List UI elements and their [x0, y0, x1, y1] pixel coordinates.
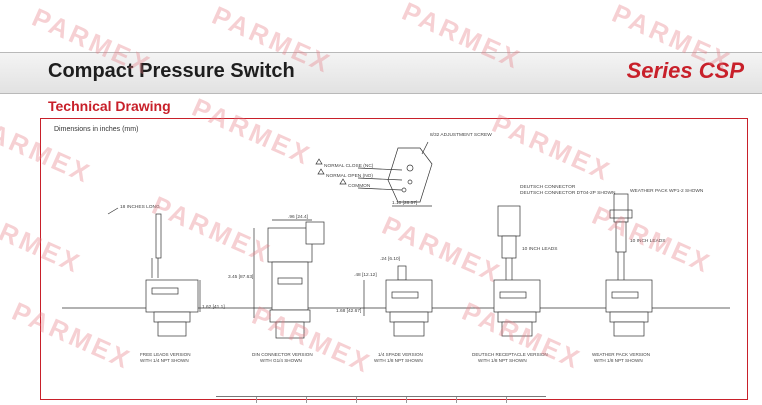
dimensions-note: Dimensions in inches (mm)	[54, 126, 139, 133]
top-view: 8/32 ADJUSTMENT SCREW NORMAL CLOSE (NC) …	[315, 132, 492, 207]
title-banner	[0, 52, 762, 94]
top-width-dimension: 1.10 [28.57]	[392, 200, 417, 206]
series-label: Series CSP	[626, 58, 744, 83]
normal-close-label: NORMAL CLOSE (NC)	[324, 163, 374, 169]
section-heading: Technical Drawing	[48, 98, 171, 114]
spade-version: .48 [12.12] .24 [6.10] 1.68 [42.67] 1/4 …	[336, 256, 433, 363]
weather-leads-label: 10 INCH LEADS	[630, 238, 665, 244]
spade-caption-1: 1/4 SPADE VERSION	[378, 352, 423, 357]
deutsch-version: DEUTSCH CONNECTOR DEUTSCH CONNECTOR DT04…	[472, 184, 616, 363]
spade-caption-2: WITH 1/8 NPT SHOWN	[374, 358, 423, 363]
deutsch-caption-2: WITH 1/8 NPT SHOWN	[478, 358, 527, 363]
din-connector-version: .96 [24.4] 3.45 [87.63] DIN CONNECTOR VE…	[228, 214, 325, 363]
free-leads-caption-2: WITH 1/4 NPT SHOWN	[140, 358, 189, 363]
leads-length-label: 18 INCHES LONG	[120, 204, 160, 210]
free-leads-caption-1: FREE LEADS VERSION	[140, 352, 191, 357]
spade-dimension-b: .24 [6.10]	[380, 256, 400, 262]
weather-pack-version: WEATHER PACK WP1-2 SHOWN 10 INCH LEADS W…	[592, 188, 704, 363]
din-width-dimension: .96 [24.4]	[288, 214, 308, 220]
adjustment-screw-label: 8/32 ADJUSTMENT SCREW	[430, 132, 492, 138]
din-caption-1: DIN CONNECTOR VERSION	[252, 352, 313, 357]
deutsch-caption-1: DEUTSCH RECEPTACLE VERSION	[472, 352, 548, 357]
normal-open-label: NORMAL OPEN (NO)	[326, 173, 373, 179]
weather-caption-1: WEATHER PACK VERSION	[592, 352, 650, 357]
weather-pack-label: WEATHER PACK WP1-2 SHOWN	[630, 188, 704, 194]
deutsch-leads-label: 10 INCH LEADS	[522, 246, 557, 252]
technical-drawing: 8/32 ADJUSTMENT SCREW NORMAL CLOSE (NC) …	[62, 132, 730, 363]
din-caption-2: WITH G1/4 SHOWN	[260, 358, 302, 363]
weather-caption-2: WITH 1/8 NPT SHOWN	[594, 358, 643, 363]
warning-icon	[339, 178, 347, 185]
warning-icon	[317, 168, 325, 175]
page-title: Compact Pressure Switch	[48, 60, 295, 82]
spec-table-edge	[216, 396, 546, 405]
deutsch-connector-label: DEUTSCH CONNECTOR DT04-2P SHOWN	[520, 190, 616, 196]
free-leads-version: 18 INCHES LONG 1.62 [41.1] FREE LEADS VE…	[107, 204, 225, 363]
spade-dimension-a: .48 [12.12]	[354, 272, 377, 278]
spade-height-dimension: 1.68 [42.67]	[336, 308, 361, 314]
warning-icon	[315, 158, 323, 165]
deutsch-connector-label-1: DEUTSCH CONNECTOR	[520, 184, 576, 190]
din-height-dimension: 3.45 [87.63]	[228, 274, 253, 280]
free-height-dimension: 1.62 [41.1]	[202, 304, 225, 310]
common-label: COMMON	[348, 183, 371, 189]
